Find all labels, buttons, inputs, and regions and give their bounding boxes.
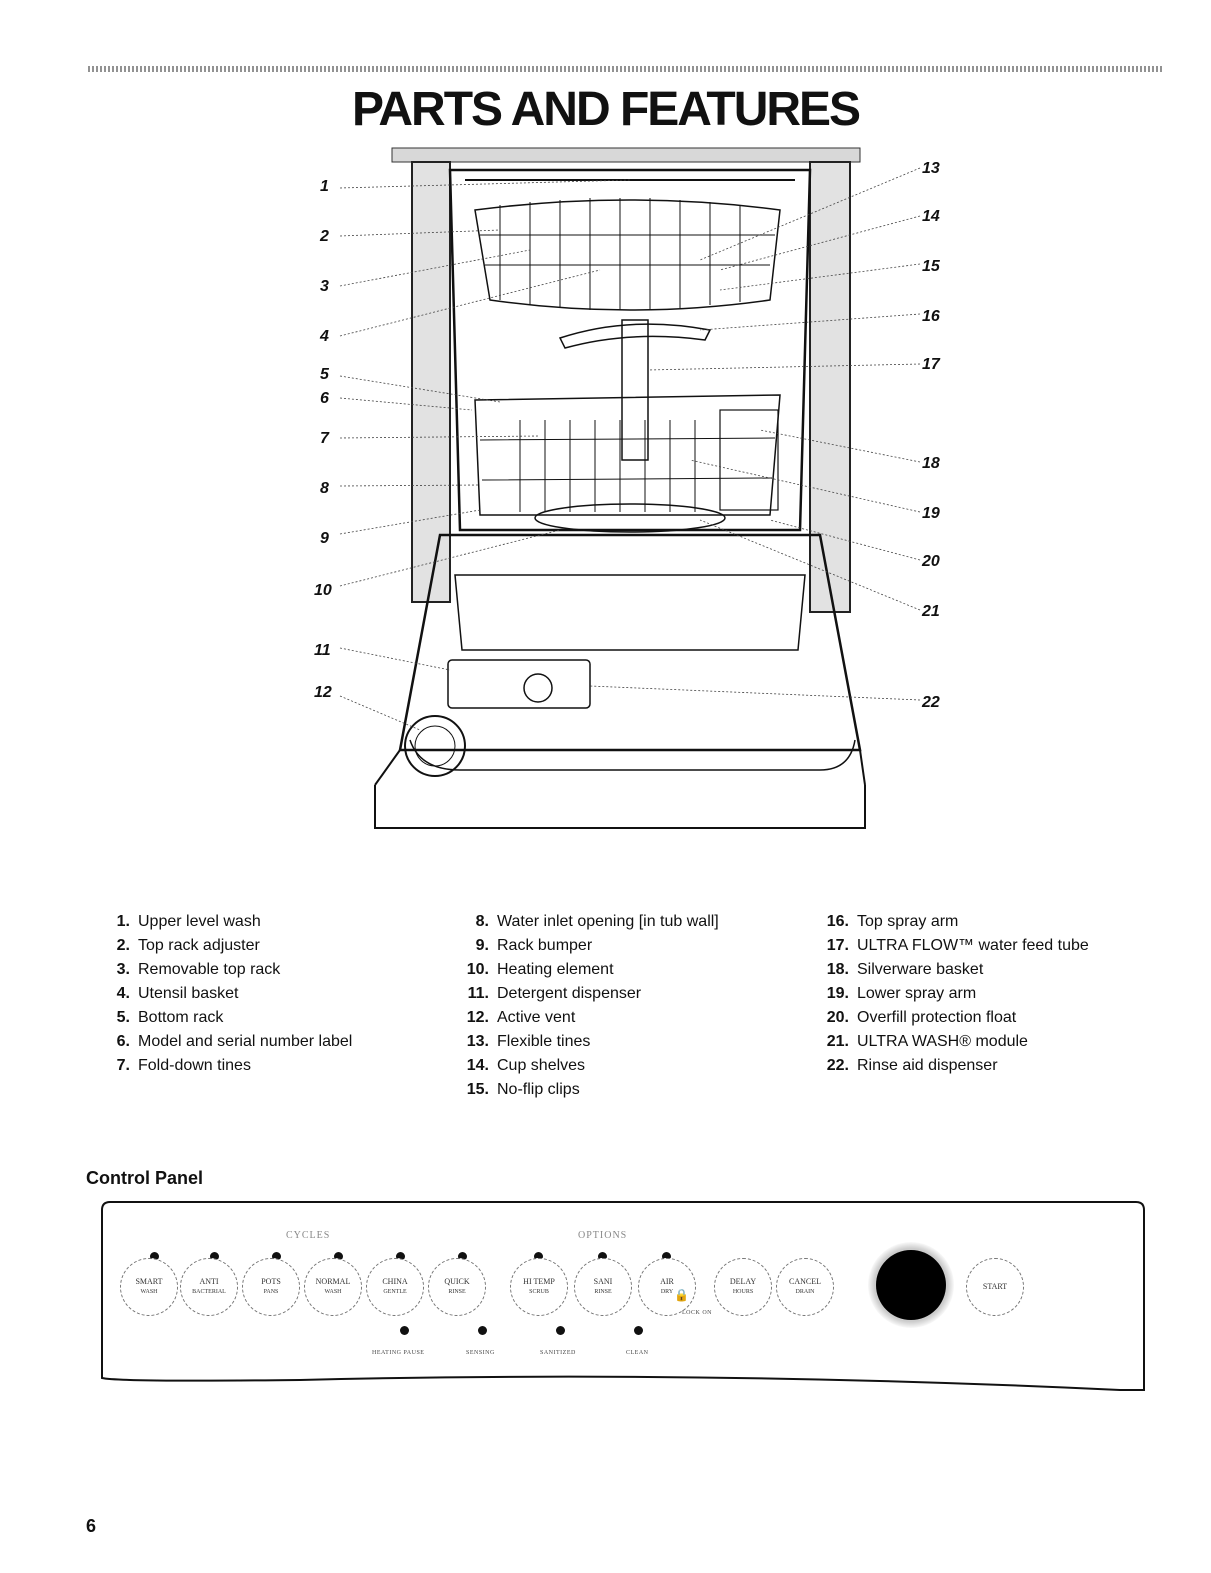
status-label-heating-pause: HEATING PAUSE <box>372 1350 425 1356</box>
callout-18: 18 <box>922 455 940 472</box>
callout-16: 16 <box>922 308 940 325</box>
status-display <box>876 1250 946 1320</box>
control-panel-title: Control Panel <box>86 1168 204 1188</box>
callout-9: 9 <box>320 530 329 547</box>
callout-14: 14 <box>922 208 940 225</box>
status-led-sanitized <box>556 1326 565 1335</box>
callout-7: 7 <box>320 430 329 447</box>
cycle-led <box>458 1252 467 1261</box>
callout-5: 5 <box>320 366 329 383</box>
callout-13: 13 <box>922 160 940 177</box>
dishwasher-diagram <box>339 147 921 829</box>
callout-2: 2 <box>320 228 329 245</box>
callout-6: 6 <box>320 390 329 407</box>
callout-19: 19 <box>922 505 940 522</box>
cycle-led <box>150 1252 159 1261</box>
callout-15: 15 <box>922 258 940 275</box>
top-rule <box>88 66 1164 72</box>
callout-22: 22 <box>922 694 940 711</box>
option-led <box>598 1252 607 1261</box>
callout-10: 10 <box>314 582 332 599</box>
cycle-led <box>210 1252 219 1261</box>
callout-3: 3 <box>320 278 329 295</box>
lock-on-label: LOCK ON <box>682 1310 712 1316</box>
callout-21: 21 <box>922 603 940 620</box>
status-label-sanitized: SANITIZED <box>540 1350 576 1356</box>
callout-1: 1 <box>320 178 329 195</box>
page-number: 6 <box>86 1516 97 1536</box>
cycle-led <box>396 1252 405 1261</box>
lock-icon: 🔒 <box>674 1288 689 1302</box>
cycle-led <box>272 1252 281 1261</box>
status-led-sensing <box>478 1326 487 1335</box>
cycle-led <box>334 1252 343 1261</box>
cycles-label: CYCLES <box>286 1230 331 1241</box>
page-title: PARTS AND FEATURES <box>351 83 861 136</box>
callout-4: 4 <box>320 328 329 345</box>
callout-11: 11 <box>314 642 331 659</box>
status-led-clean <box>634 1326 643 1335</box>
callout-20: 20 <box>922 553 940 570</box>
callout-8: 8 <box>320 480 329 497</box>
start-button[interactable]: START <box>966 1258 1024 1316</box>
callout-12: 12 <box>314 684 332 701</box>
callout-17: 17 <box>922 356 940 373</box>
option-led <box>534 1252 543 1261</box>
option-led <box>662 1252 671 1261</box>
options-label: OPTIONS <box>578 1230 628 1241</box>
status-label-sensing: SENSING <box>466 1350 495 1356</box>
status-label-clean: CLEAN <box>626 1350 649 1356</box>
status-led-heating-pause <box>400 1326 409 1335</box>
